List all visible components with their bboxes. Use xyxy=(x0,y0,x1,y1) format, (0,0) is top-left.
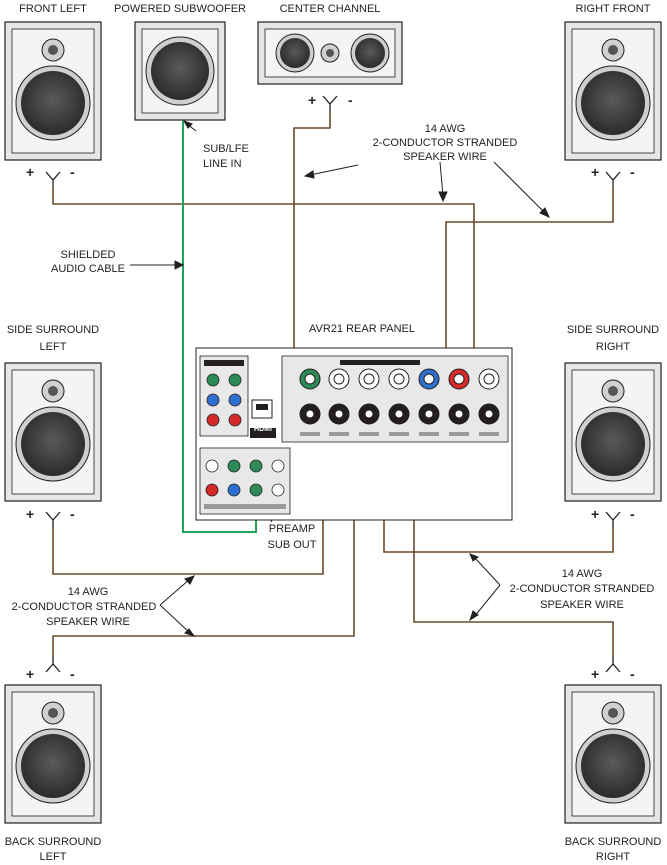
right-front-plus: + xyxy=(591,164,600,180)
back-left-plus: + xyxy=(26,666,35,682)
front-left-speaker xyxy=(4,21,102,161)
wire-top-label-line2: 2-CONDUCTOR STRANDED xyxy=(372,137,518,149)
back-left-minus: - xyxy=(70,666,75,682)
side-surround-left-speaker xyxy=(4,362,102,502)
front-left-minus: - xyxy=(70,164,75,180)
preamp-label-line1: PREAMP xyxy=(268,523,316,535)
wire-right-label-line2: 2-CONDUCTOR STRANDED xyxy=(509,583,655,595)
side-left-plus: + xyxy=(26,506,35,522)
back-right-label-line2: RIGHT xyxy=(595,851,631,863)
front-left-plus: + xyxy=(26,164,35,180)
terminal-connectors xyxy=(45,95,621,673)
pointer-arrows xyxy=(130,120,550,637)
side-right-minus: - xyxy=(630,506,635,522)
right-front-speaker xyxy=(564,21,662,161)
wire-top-label-line1: 14 AWG xyxy=(424,123,466,135)
wire-right-label-line3: SPEAKER WIRE xyxy=(540,599,624,611)
side-right-label-line1: SIDE SURROUND xyxy=(566,324,660,336)
side-right-label-line2: RIGHT xyxy=(595,341,631,353)
hdmi-logo: HDMI xyxy=(254,426,272,433)
center-channel-label: CENTER CHANNEL xyxy=(279,3,381,15)
back-right-label-line1: BACK SURROUND xyxy=(564,836,662,848)
back-surround-left-speaker xyxy=(4,684,102,824)
side-left-label-line1: SIDE SURROUND xyxy=(6,324,100,336)
shielded-label-line1: SHIELDED xyxy=(60,249,116,261)
sub-lfe-label-line1: SUB/LFE xyxy=(203,143,249,155)
back-left-label-line2: LEFT xyxy=(39,851,67,863)
side-left-label-line2: LEFT xyxy=(39,341,67,353)
speaker-wires xyxy=(52,112,614,656)
rear-panel-title: AVR21 REAR PANEL xyxy=(309,323,415,335)
right-front-label: RIGHT FRONT xyxy=(575,3,651,15)
side-right-plus: + xyxy=(591,506,600,522)
shielded-label-line2: AUDIO CABLE xyxy=(51,263,125,275)
back-surround-right-speaker xyxy=(564,684,662,824)
wire-top-label-line3: SPEAKER WIRE xyxy=(403,151,487,163)
wire-left-label-line2: 2-CONDUCTOR STRANDED xyxy=(11,601,157,613)
center-channel-speaker xyxy=(257,21,403,85)
right-front-minus: - xyxy=(630,164,635,180)
wire-left-label-line1: 14 AWG xyxy=(67,586,109,598)
back-left-label-line1: BACK SURROUND xyxy=(4,836,102,848)
sub-lfe-label-line2: LINE IN xyxy=(203,158,242,170)
back-right-minus: - xyxy=(630,666,635,682)
center-plus: + xyxy=(308,92,317,108)
preamp-label-line2: SUB OUT xyxy=(267,539,317,551)
front-left-label: FRONT LEFT xyxy=(19,3,87,15)
side-surround-right-speaker xyxy=(564,362,662,502)
wire-right-label-line1: 14 AWG xyxy=(561,568,603,580)
subwoofer-speaker xyxy=(134,21,226,121)
side-left-minus: - xyxy=(70,506,75,522)
wire-left-label-line3: SPEAKER WIRE xyxy=(46,616,130,628)
subwoofer-label: POWERED SUBWOOFER xyxy=(113,3,246,15)
back-right-plus: + xyxy=(591,666,600,682)
center-minus: - xyxy=(348,92,353,108)
avr21-rear-panel xyxy=(195,347,513,521)
